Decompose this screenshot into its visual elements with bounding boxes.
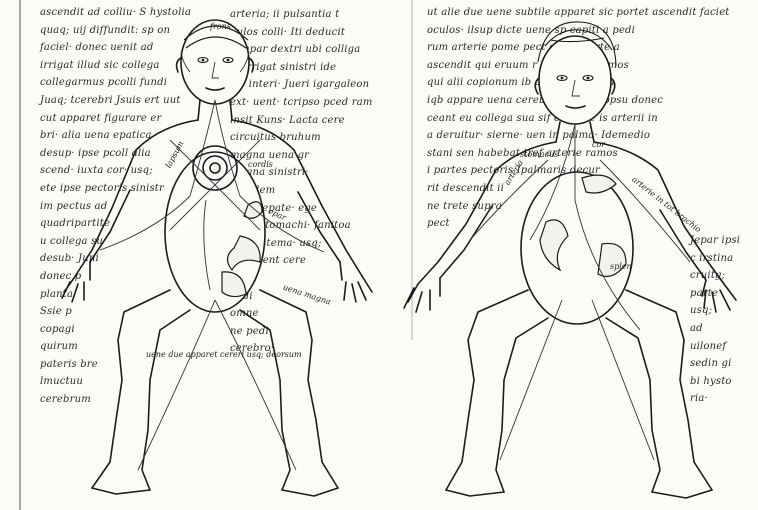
left-figure-right-leg <box>260 290 338 488</box>
label-stomachus: stomacus <box>520 150 558 159</box>
label-splen: splen <box>610 262 632 271</box>
left-figure-right-foot <box>282 488 338 496</box>
left-figure-abdomen <box>165 152 265 312</box>
left-figure-right-hand <box>340 262 372 302</box>
right-figure-right-foot <box>652 490 712 498</box>
right-figure-left-leg <box>446 290 528 490</box>
left-figure-left-foot <box>92 488 150 494</box>
right-figure-left-hand <box>404 278 440 312</box>
left-figure-left-leg <box>92 290 170 488</box>
label-frons: frons <box>210 22 231 31</box>
left-figure <box>62 20 372 496</box>
right-figure-left-foot <box>446 490 504 496</box>
label-cor: cor <box>592 140 605 149</box>
right-figure <box>404 22 736 498</box>
label-diaphragma: uene due apparet cereri usq; deorsum <box>146 350 302 359</box>
label-cordis: cordis <box>248 160 273 169</box>
right-figure-right-hand <box>702 280 736 312</box>
right-figure-right-leg <box>626 290 712 490</box>
left-figure-left-hand <box>62 262 90 302</box>
